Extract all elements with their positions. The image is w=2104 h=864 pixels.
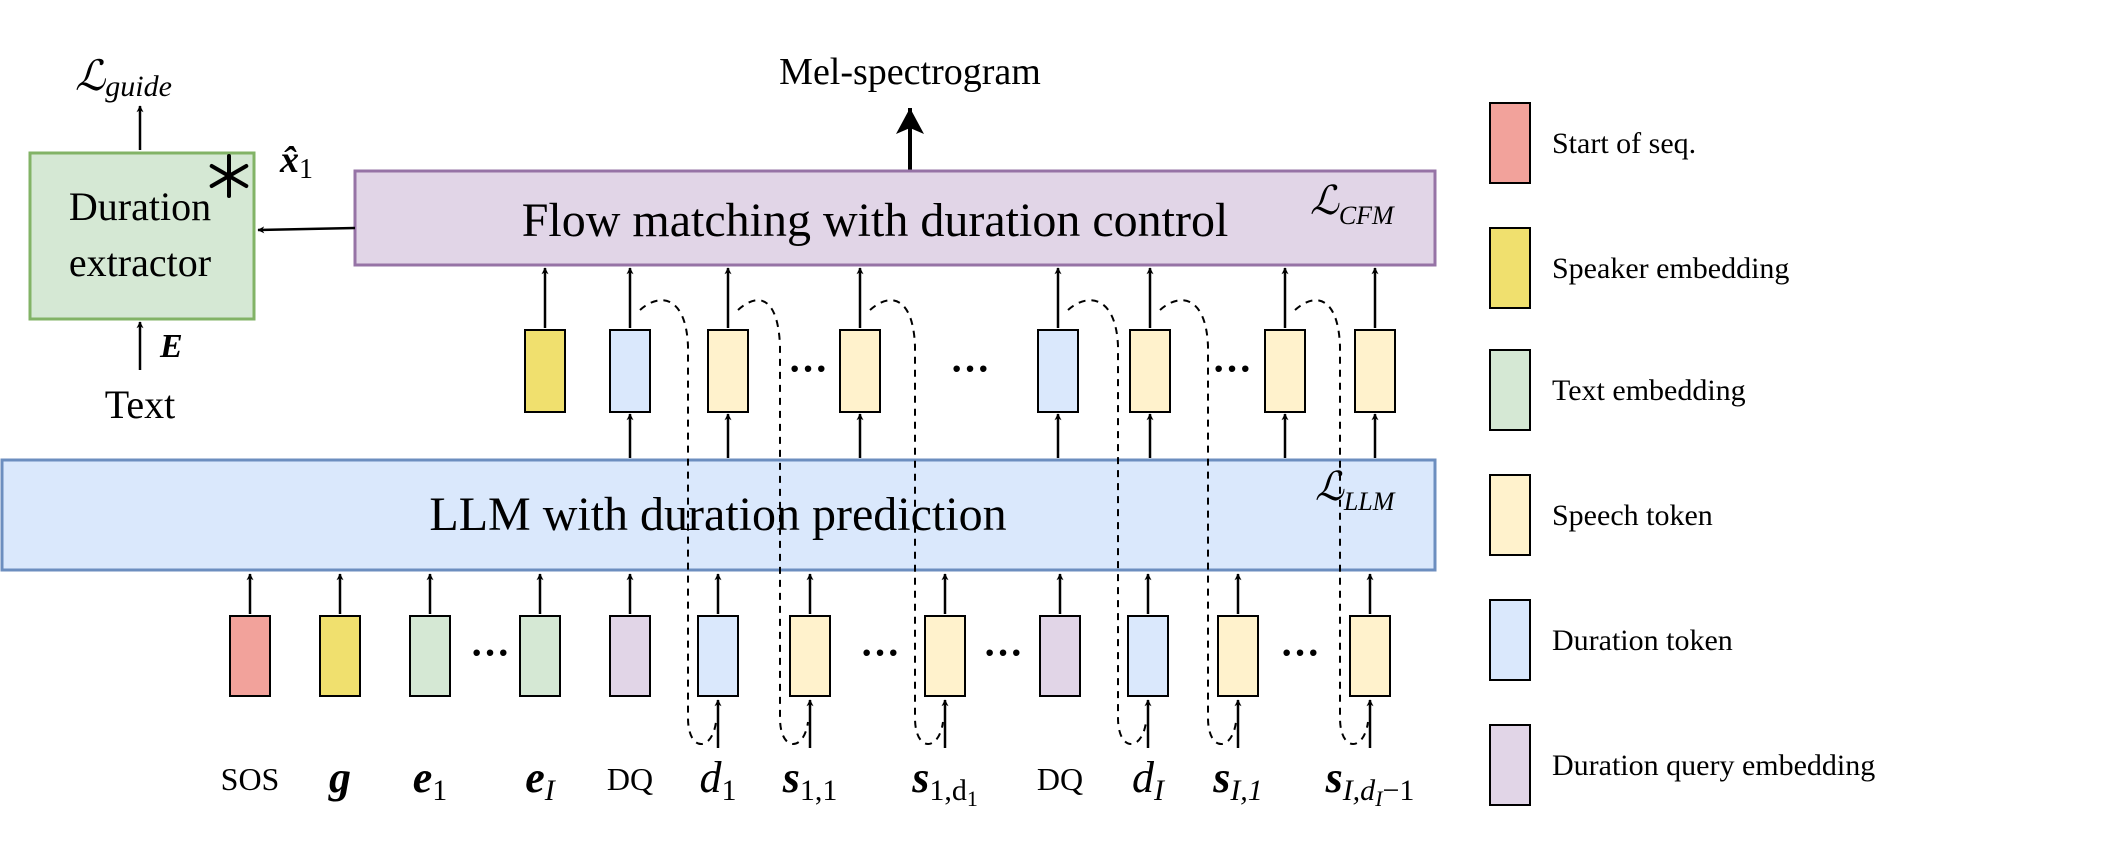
- legend-swatch: [1489, 227, 1531, 309]
- speech-output: [1264, 329, 1306, 413]
- sos-token: [229, 615, 271, 697]
- speech-token-sIdI: [1349, 615, 1391, 697]
- flow-loss-label: ℒCFM: [1310, 178, 1395, 230]
- legend-swatch: [1489, 724, 1531, 806]
- label-dq-1: DQ: [607, 761, 653, 797]
- label-d1: d1: [700, 753, 737, 807]
- legend-item-start-of-seq: Start of seq.: [1489, 102, 1696, 184]
- label-dI: dI: [1132, 753, 1166, 807]
- feedback-dashed-curve: [1294, 299, 1369, 745]
- ellipsis: ···: [950, 346, 990, 391]
- speech-output: [1354, 329, 1396, 413]
- ellipsis: ···: [1212, 346, 1252, 391]
- speech-token-s11: [789, 615, 831, 697]
- legend-label: Speaker embedding: [1552, 252, 1789, 285]
- input-labels: SOS g e1 eI DQ d1 s1,1 s1,d1 DQ dI sI,1 …: [221, 753, 1415, 811]
- legend-item-text-embedding: Text embedding: [1489, 349, 1746, 431]
- llm-block-label: LLM with duration prediction: [429, 488, 1006, 541]
- legend-label: Speech token: [1552, 499, 1713, 532]
- feedback-dashed-curve: [1159, 299, 1237, 745]
- output-arrowhead: [896, 108, 924, 134]
- ellipsis: ···: [788, 346, 828, 391]
- feedback-dashed-curve: [1067, 299, 1147, 745]
- speaker-embedding-output: [524, 329, 566, 413]
- label-s11: s1,1: [782, 753, 838, 807]
- flow-to-extractor-arrow: [257, 226, 356, 234]
- text-embedding-token-e1: [409, 615, 451, 697]
- label-sos: SOS: [221, 761, 280, 797]
- output-label: Mel-spectrogram: [779, 51, 1041, 93]
- legend-swatch: [1489, 474, 1531, 556]
- legend-item-speech-token: Speech token: [1489, 474, 1713, 556]
- ellipsis: ···: [860, 630, 900, 675]
- legend: Start of seq. Speaker embedding Text emb…: [1489, 102, 1875, 806]
- legend-swatch: [1489, 349, 1531, 431]
- speaker-embedding-token: [319, 615, 361, 697]
- embedding-symbol-E: E: [159, 328, 183, 365]
- duration-query-token: [1039, 615, 1081, 697]
- duration-extractor: Duration extractor: [28, 151, 256, 321]
- guide-loss-label: ℒguide: [75, 54, 172, 103]
- feedback-dashed-curve: [869, 299, 944, 745]
- speech-output: [839, 329, 881, 413]
- label-g: g: [328, 753, 351, 802]
- speech-token-sI1: [1217, 615, 1259, 697]
- feedback-dashed-curve: [639, 299, 717, 745]
- label-sIdI: sI,dI−1: [1325, 753, 1415, 811]
- duration-token-d1: [697, 615, 739, 697]
- duration-output-d1: [609, 329, 651, 413]
- legend-item-duration-token: Duration token: [1489, 599, 1733, 681]
- extractor-label-line1: Duration: [69, 184, 211, 229]
- legend-label: Start of seq.: [1552, 127, 1696, 160]
- legend-label: Text embedding: [1552, 374, 1746, 407]
- duration-token-dI: [1127, 615, 1169, 697]
- label-eI: eI: [525, 753, 557, 807]
- text-input-label: Text: [105, 382, 176, 427]
- token-sequence-layer: ··· ··· ··· ··· ··· ··· ···: [229, 267, 1396, 748]
- extractor-label-line2: extractor: [69, 240, 211, 285]
- label-e1: e1: [413, 753, 448, 807]
- legend-swatch: [1489, 599, 1531, 681]
- flow-matching-block: Flow matching with duration control ℒCFM: [353, 169, 1437, 267]
- legend-item-speaker-embedding: Speaker embedding: [1489, 227, 1789, 309]
- llm-block: LLM with duration prediction ℒLLM: [0, 458, 1437, 572]
- x-hat-1-label: x̂1: [279, 139, 313, 185]
- snowflake-icon: [209, 154, 249, 198]
- legend-item-duration-query-embedding: Duration query embedding: [1489, 724, 1875, 806]
- ellipsis: ···: [983, 630, 1023, 675]
- label-dq-2: DQ: [1037, 761, 1083, 797]
- duration-output-dI: [1037, 329, 1079, 413]
- legend-swatch: [1489, 102, 1531, 184]
- speech-output: [1129, 329, 1171, 413]
- text-embedding-token-eI: [519, 615, 561, 697]
- label-s1d1: s1,d1: [911, 753, 978, 811]
- ellipsis: ···: [1280, 630, 1320, 675]
- speech-token-s1d1: [924, 615, 966, 697]
- speech-output: [707, 329, 749, 413]
- legend-label: Duration query embedding: [1552, 749, 1875, 782]
- flow-block-label: Flow matching with duration control: [522, 194, 1229, 247]
- ellipsis: ···: [470, 630, 510, 675]
- legend-label: Duration token: [1552, 624, 1733, 657]
- label-sI1: sI,1: [1212, 753, 1263, 807]
- duration-query-token: [609, 615, 651, 697]
- feedback-dashed-curve: [737, 299, 809, 745]
